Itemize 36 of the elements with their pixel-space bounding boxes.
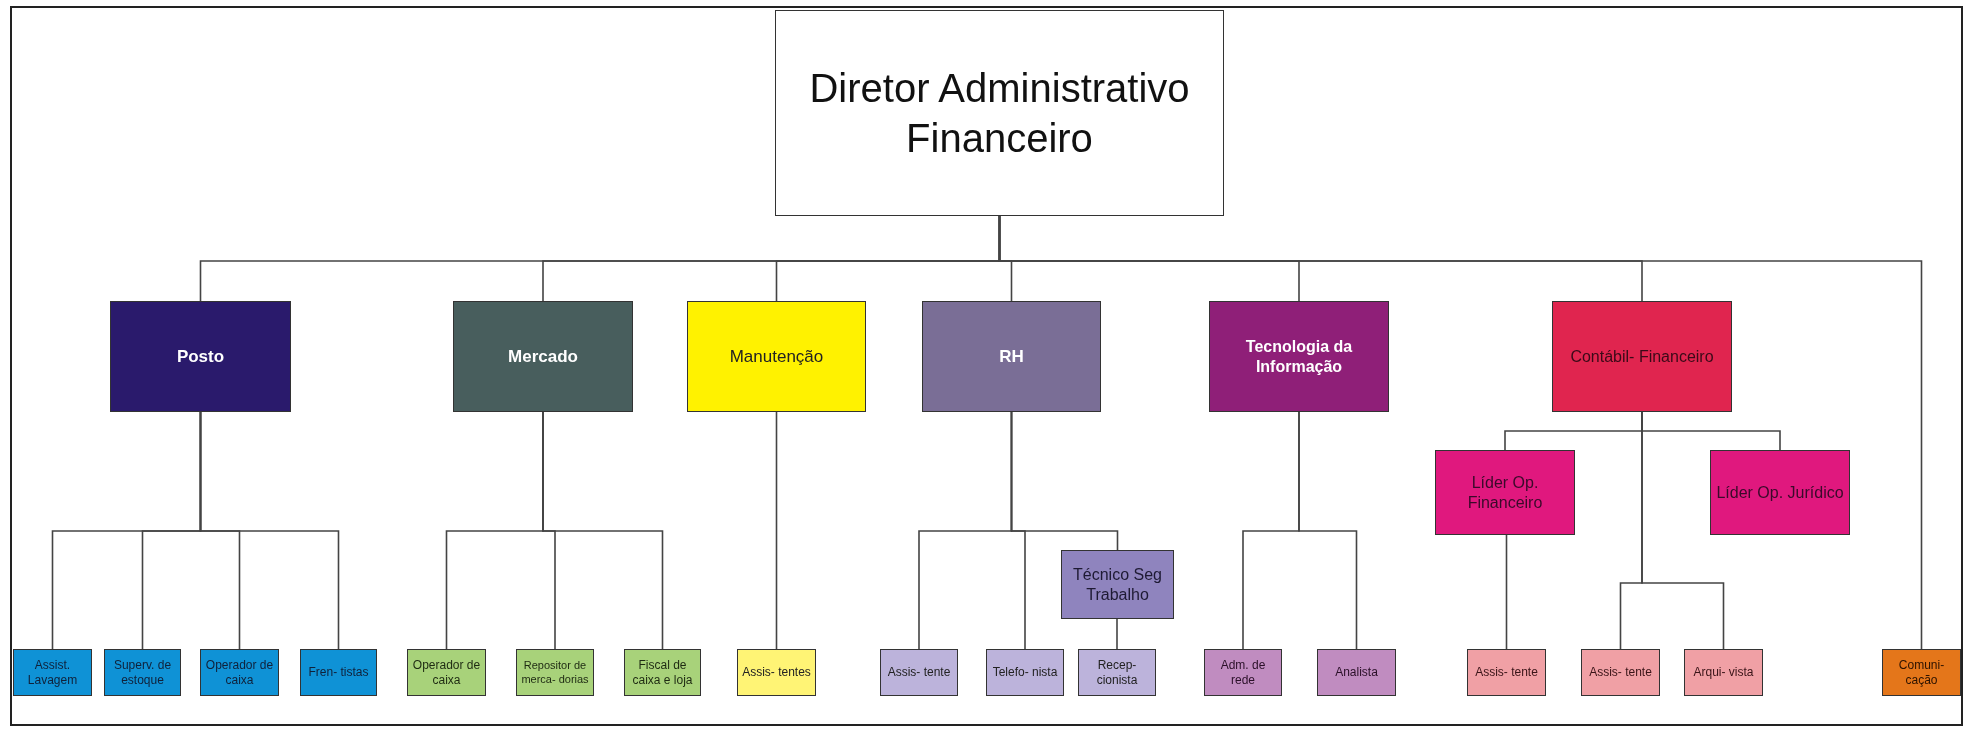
department-box: RH <box>922 301 1101 412</box>
department-box: Assis- tente <box>880 649 958 696</box>
department-box: Recep- cionista <box>1078 649 1156 696</box>
director-box: Diretor Administrativo Financeiro <box>775 10 1224 216</box>
department-box: Técnico Seg Trabalho <box>1061 550 1174 619</box>
department-box: Líder Op. Financeiro <box>1435 450 1575 535</box>
department-box: Tecnologia da Informação <box>1209 301 1389 412</box>
department-box: Superv. de estoque <box>104 649 181 696</box>
department-box: Adm. de rede <box>1204 649 1282 696</box>
connector-line <box>1505 534 1508 650</box>
department-box: Manutenção <box>687 301 866 412</box>
connector-line <box>1298 411 1358 650</box>
department-box: Comuni- cação <box>1882 649 1961 696</box>
department-box: Repositor de merca- dorias <box>516 649 594 696</box>
connector-line <box>1010 411 1119 551</box>
department-box: Posto <box>110 301 291 412</box>
department-box: Assist. Lavagem <box>13 649 92 696</box>
department-box: Arqui- vista <box>1684 649 1763 696</box>
connector-line <box>1116 618 1118 650</box>
department-box: Mercado <box>453 301 633 412</box>
connector-line <box>998 215 1923 650</box>
connector-line <box>542 411 664 650</box>
department-box: Fiscal de caixa e loja <box>624 649 701 696</box>
department-box: Telefo- nista <box>986 649 1064 696</box>
connector-line <box>199 411 340 650</box>
department-box: Analista <box>1317 649 1396 696</box>
department-box: Líder Op. Jurídico <box>1710 450 1850 535</box>
department-box: Operador de caixa <box>407 649 486 696</box>
department-box: Operador de caixa <box>200 649 279 696</box>
department-box: Assis- tente <box>1467 649 1546 696</box>
department-box: Contábil- Financeiro <box>1552 301 1732 412</box>
connector-line <box>775 411 778 650</box>
department-box: Fren- tistas <box>300 649 377 696</box>
connector-line <box>1641 411 1725 650</box>
department-box: Assis- tente <box>1581 649 1660 696</box>
department-box: Assis- tentes <box>737 649 816 696</box>
